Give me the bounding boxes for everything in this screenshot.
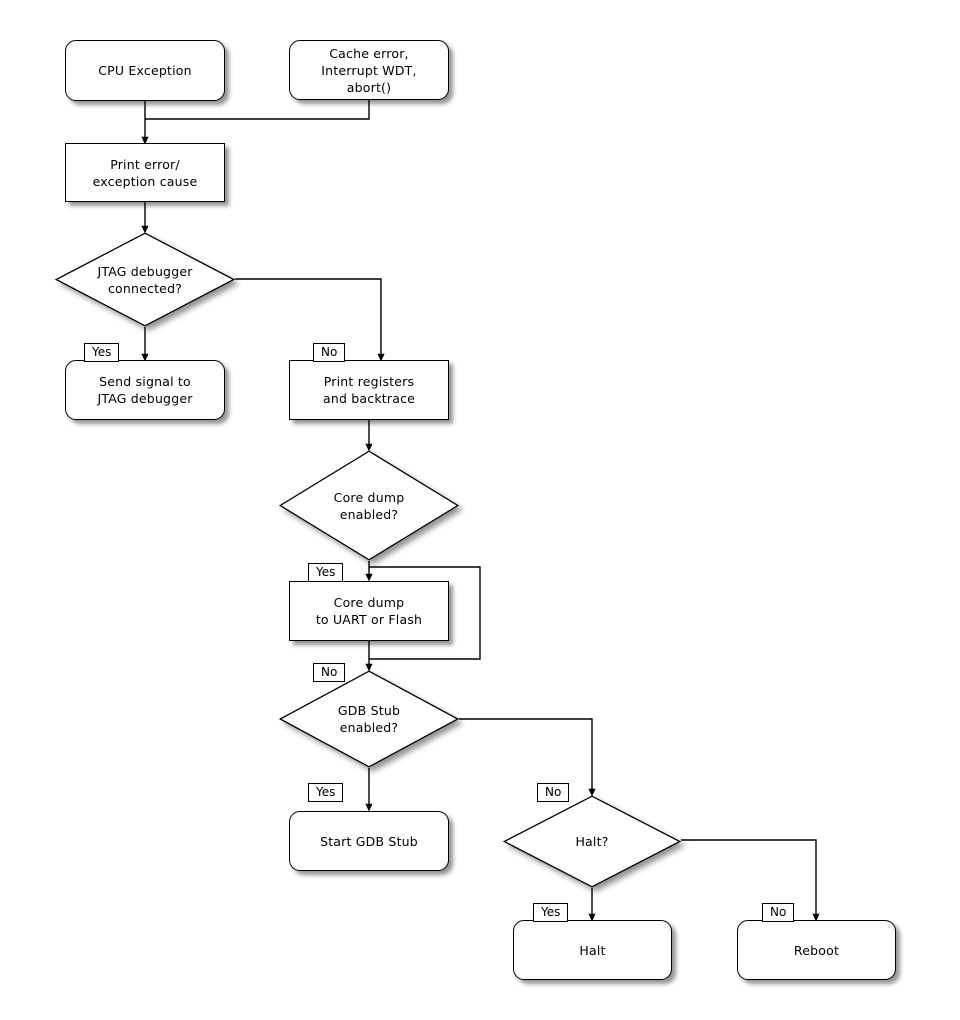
core-dump-diamond-shape xyxy=(278,450,460,561)
node-gdb-stub-decision-label: GDB Stub enabled? xyxy=(337,703,401,735)
edge-label-core-dump-no: No xyxy=(313,663,346,682)
jtag-diamond-shape xyxy=(54,232,236,327)
node-reboot-label: Reboot xyxy=(793,942,840,958)
node-cache-error-label: Cache error, Interrupt WDT, abort() xyxy=(321,45,417,95)
node-start-gdb-stub-label: Start GDB Stub xyxy=(320,833,418,849)
edge-halt-no-to-reboot xyxy=(681,839,820,922)
node-core-dump-label: Core dump to UART or Flash xyxy=(315,595,423,627)
node-cpu-exception-label: CPU Exception xyxy=(98,63,192,78)
node-jtag-debugger-decision-label: JTAG debugger connected? xyxy=(97,263,193,296)
gdb-stub-diamond-shape xyxy=(278,670,460,768)
edge-label-halt-no: No xyxy=(762,903,795,922)
node-cache-error[interactable]: Cache error, Interrupt WDT, abort() xyxy=(289,40,449,100)
node-cpu-exception[interactable]: CPU Exception xyxy=(65,40,225,101)
node-send-signal-to-jtag-debugger[interactable]: Send signal to JTAG debugger xyxy=(65,360,225,420)
node-halt[interactable]: Halt xyxy=(513,920,672,980)
node-jtag-debugger-decision[interactable]: JTAG debugger connected? xyxy=(54,232,236,327)
node-print-error-label: Print error/ exception cause xyxy=(92,156,198,189)
node-print-registers-label: Print registers and backtrace xyxy=(322,374,416,406)
edge-label-core-dump-yes: Yes xyxy=(308,563,344,582)
node-halt-label: Halt xyxy=(579,942,606,958)
edge-label-halt-yes: Yes xyxy=(533,903,569,922)
edge-label-jtag-no: No xyxy=(313,343,346,362)
edge-gdb-no-to-halt-decision xyxy=(459,718,596,797)
node-send-signal-label: Send signal to JTAG debugger xyxy=(97,374,193,406)
node-halt-decision-label: Halt? xyxy=(575,834,609,849)
node-core-dump-to-uart-or-flash[interactable]: Core dump to UART or Flash xyxy=(289,581,449,641)
node-core-dump-decision[interactable]: Core dump enabled? xyxy=(278,450,460,561)
node-print-error[interactable]: Print error/ exception cause xyxy=(65,143,225,202)
edge-label-jtag-yes: Yes xyxy=(84,343,120,362)
node-halt-decision[interactable]: Halt? xyxy=(502,795,682,888)
edge-label-gdb-no: No xyxy=(537,783,570,802)
node-gdb-stub-decision[interactable]: GDB Stub enabled? xyxy=(278,670,460,768)
node-print-registers-and-backtrace[interactable]: Print registers and backtrace xyxy=(289,360,449,420)
edge-jtag-no-to-print-registers xyxy=(235,278,385,362)
halt-diamond-shape xyxy=(502,795,682,888)
edge-cache-error-to-print-error xyxy=(145,100,370,120)
node-core-dump-decision-label: Core dump enabled? xyxy=(333,489,405,522)
node-reboot[interactable]: Reboot xyxy=(737,920,896,980)
node-start-gdb-stub[interactable]: Start GDB Stub xyxy=(289,811,449,871)
edge-label-gdb-yes: Yes xyxy=(308,783,344,802)
